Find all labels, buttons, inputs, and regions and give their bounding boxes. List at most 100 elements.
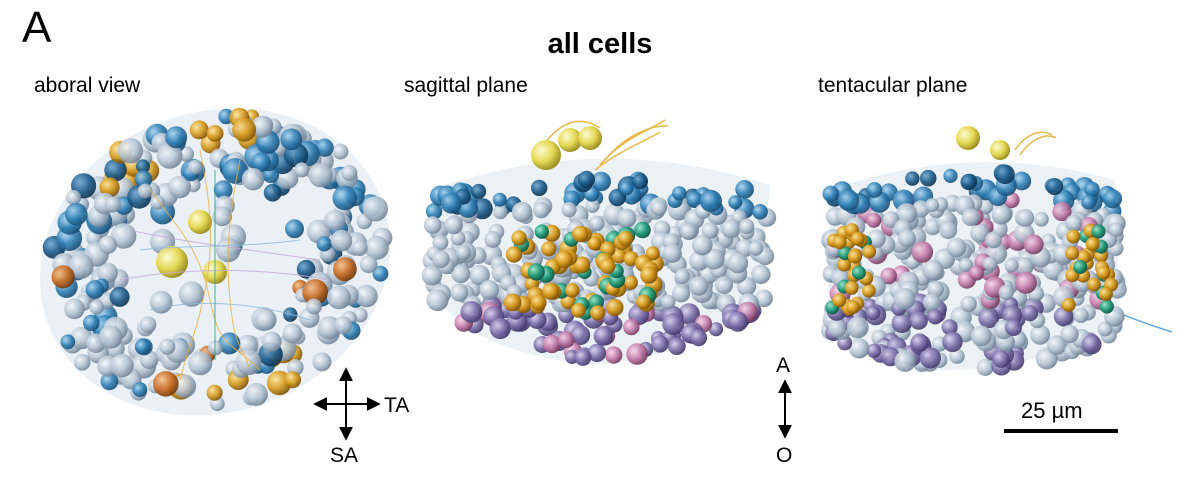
cell-sphere <box>451 264 471 284</box>
cell-sphere <box>1012 171 1032 191</box>
cell-sphere <box>703 248 725 270</box>
cell-sphere <box>100 372 119 391</box>
cell-sphere <box>1098 286 1113 301</box>
cell-sphere <box>65 190 82 206</box>
cell-sphere <box>60 334 76 350</box>
cell-sphere <box>619 181 634 196</box>
cell-sphere <box>862 244 877 259</box>
cell-sphere <box>867 229 886 248</box>
cell-sphere <box>104 158 127 182</box>
cell-sphere <box>1047 335 1067 356</box>
cell-sphere <box>727 252 749 274</box>
cell-sphere <box>296 259 316 279</box>
cell-sphere <box>1081 334 1102 355</box>
cell-sphere <box>178 281 205 307</box>
cell-sphere <box>662 243 682 263</box>
cell-sphere <box>294 162 310 178</box>
cell-sphere <box>542 334 562 354</box>
cell-sphere <box>960 173 977 191</box>
cell-sphere <box>910 333 929 352</box>
cell-sphere <box>680 222 697 240</box>
cell-sphere <box>636 294 651 310</box>
cell-sphere <box>1099 299 1114 314</box>
cell-sphere <box>1030 324 1051 345</box>
cell-sphere <box>828 319 847 338</box>
cell-sphere <box>189 120 209 140</box>
cell-sphere <box>282 323 303 344</box>
cell-sphere <box>970 325 992 347</box>
cell-sphere <box>958 257 974 272</box>
cell-sphere <box>866 212 882 228</box>
cell-sphere <box>832 293 847 308</box>
cell-sphere <box>531 179 548 197</box>
cell-sphere <box>748 240 764 256</box>
cell-sphere <box>662 313 685 336</box>
cell-sphere <box>68 253 94 279</box>
cell-sphere <box>511 230 527 246</box>
cell-sphere <box>832 235 847 250</box>
cell-sphere <box>1061 297 1076 312</box>
cell-sphere <box>232 117 257 142</box>
cell-sphere <box>985 231 1002 249</box>
scale-bar <box>1004 429 1118 433</box>
cell-sphere <box>97 262 118 284</box>
cell-sphere <box>1086 277 1101 292</box>
cell-sphere <box>976 358 994 376</box>
cell-sphere <box>599 258 616 275</box>
cell-sphere <box>302 279 329 305</box>
cell-sphere <box>533 201 550 219</box>
cell-sphere <box>969 265 984 281</box>
panel-letter: A <box>22 3 52 52</box>
cell-sphere <box>689 276 709 296</box>
cell-sphere <box>891 312 912 333</box>
cell-sphere <box>460 301 483 323</box>
cell-sphere <box>327 285 351 310</box>
cell-sphere <box>1084 181 1100 198</box>
cell-sphere <box>943 168 958 183</box>
cell-sphere <box>946 237 967 258</box>
cell-sphere <box>285 219 304 239</box>
cell-sphere <box>85 280 105 299</box>
cell-sphere <box>165 126 188 149</box>
cell-sphere <box>735 238 754 258</box>
cell-sphere <box>426 289 449 312</box>
scale-bar-label: 25 µm <box>1021 398 1083 423</box>
cell-sphere <box>667 337 686 355</box>
cell-sphere <box>1042 259 1064 281</box>
cell-sphere <box>263 183 282 202</box>
cell-sphere <box>1005 319 1022 336</box>
cell-sphere <box>280 128 303 151</box>
cell-sphere <box>172 374 197 398</box>
axis-label-a: A <box>776 354 791 377</box>
cell-sphere <box>222 158 249 184</box>
cell-sphere <box>109 286 130 307</box>
cell-sphere <box>188 159 203 175</box>
cell-sphere <box>672 186 687 201</box>
cell-sphere <box>1073 260 1088 274</box>
cell-sphere <box>503 293 522 312</box>
cell-sphere <box>134 170 153 188</box>
cell-sphere <box>244 382 268 406</box>
cell-sphere <box>316 236 332 252</box>
cell-sphere <box>866 182 883 198</box>
label-tentacular-plane: tentacular plane <box>818 74 968 97</box>
cell-sphere <box>865 305 881 321</box>
cell-sphere <box>98 325 123 349</box>
cell-sphere <box>235 349 262 376</box>
cell-sphere <box>849 338 870 359</box>
cell-sphere <box>611 248 627 264</box>
cell-sphere <box>591 171 611 192</box>
cell-sphere <box>606 298 624 317</box>
cell-sphere <box>554 250 573 269</box>
cell-sphere <box>334 316 353 335</box>
cell-sphere <box>905 171 920 186</box>
cell-sphere <box>990 140 1010 160</box>
cell-sphere <box>212 206 233 227</box>
cell-sphere <box>105 196 122 213</box>
cell-sphere <box>479 280 500 300</box>
cell-sphere <box>585 198 600 213</box>
cell-sphere <box>617 230 634 247</box>
cell-sphere <box>332 185 358 211</box>
aboral-view-rendering <box>40 107 393 416</box>
cell-sphere <box>678 303 700 325</box>
